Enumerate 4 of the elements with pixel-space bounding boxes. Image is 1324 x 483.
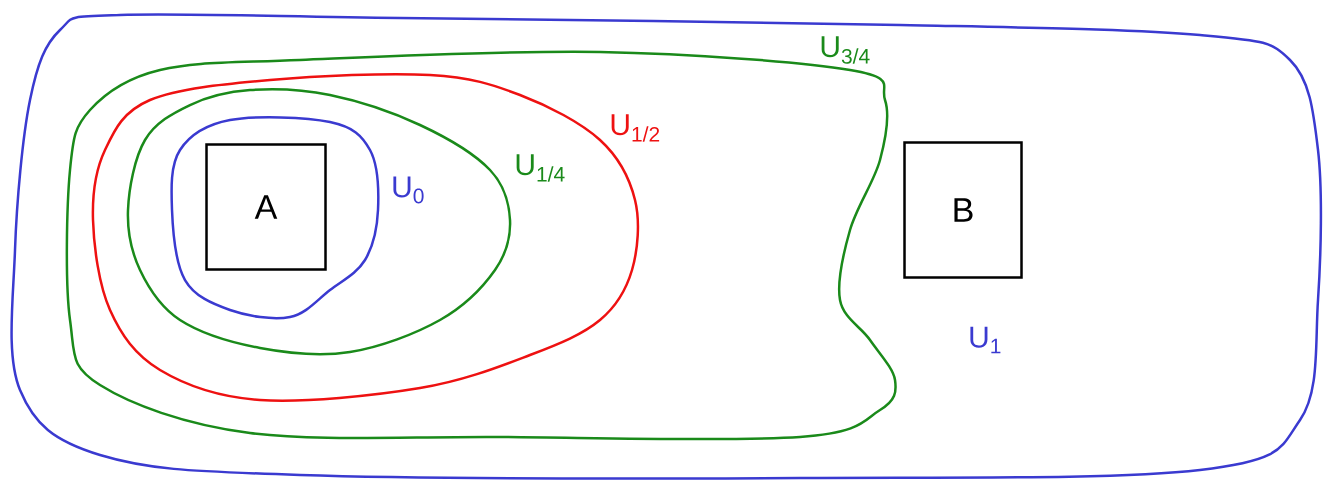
node-label: U$_{0}$ (393, 176, 424, 204)
node-label: U$_{1/4}$ (516, 154, 565, 182)
set-box: B (903, 141, 1023, 279)
set-box: A (205, 143, 327, 271)
